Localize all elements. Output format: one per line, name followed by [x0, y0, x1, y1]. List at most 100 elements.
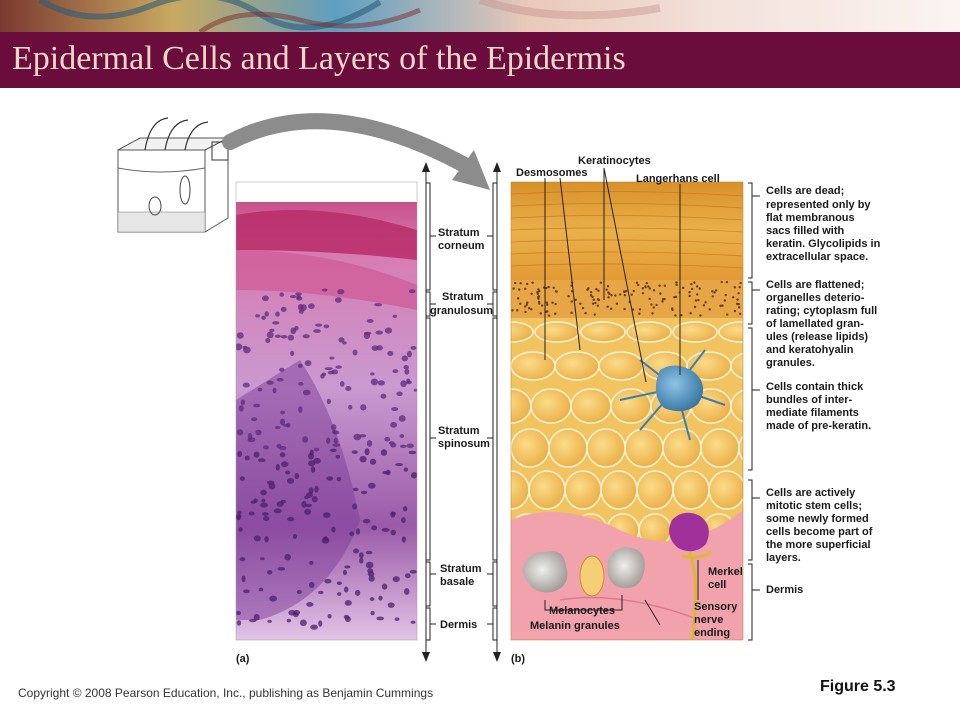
nucleus — [272, 321, 280, 325]
copyright-notice: Copyright © 2008 Pearson Education, Inc.… — [18, 686, 434, 700]
desc-line: mediate filaments — [766, 407, 859, 419]
granule — [622, 290, 626, 293]
nucleus — [236, 332, 244, 339]
nucleus — [313, 447, 320, 452]
granule — [536, 292, 539, 296]
nucleus — [304, 360, 312, 367]
nucleus — [284, 553, 291, 561]
granule — [547, 314, 551, 317]
granule — [554, 312, 557, 315]
keratinocyte — [530, 388, 572, 424]
nucleus — [392, 576, 400, 583]
nucleus — [236, 513, 242, 519]
nucleus — [236, 610, 241, 616]
desc-line: sacs filled with — [766, 225, 845, 237]
granule — [596, 304, 600, 307]
granule — [645, 282, 648, 285]
nucleus — [344, 565, 351, 569]
label-merkel-1: Merkel — [708, 566, 743, 578]
granule — [525, 282, 529, 286]
nucleus — [236, 620, 242, 626]
layer-brackets-left — [426, 182, 436, 641]
title-bar: Epidermal Cells and Layers of the Epider… — [0, 32, 960, 88]
nucleus — [258, 458, 266, 463]
nucleus — [359, 455, 367, 463]
granule — [540, 304, 544, 307]
histology-micrograph — [236, 182, 417, 640]
nucleus — [337, 288, 345, 295]
nucleus — [258, 587, 264, 592]
nucleus — [344, 599, 352, 606]
nucleus — [331, 424, 337, 431]
nucleus — [384, 436, 391, 442]
granule — [693, 281, 696, 284]
nucleus — [403, 364, 409, 370]
nucleus — [236, 343, 243, 351]
panel-b-label: (b) — [511, 653, 525, 665]
layer-label-basale-2: basale — [440, 576, 474, 588]
label-desmosomes: Desmosomes — [516, 167, 588, 179]
nucleus — [274, 334, 281, 338]
nucleus — [326, 476, 334, 481]
zoom-arrow — [222, 113, 478, 176]
keratinocyte — [511, 351, 556, 381]
layer-label-granulosum-2: granulosum — [430, 305, 493, 317]
nucleus — [262, 512, 269, 516]
nucleus — [408, 450, 417, 455]
granule — [595, 287, 598, 291]
nucleus — [326, 398, 332, 405]
nucleus — [239, 476, 245, 481]
label-langerhans-cell: Langerhans cell — [636, 173, 720, 185]
layer-label-granulosum-1: Stratum — [442, 291, 484, 303]
nucleus — [264, 536, 269, 543]
nucleus — [380, 449, 388, 456]
granule — [651, 312, 654, 315]
granule — [511, 309, 514, 312]
nucleus — [264, 311, 269, 317]
nucleus — [289, 294, 297, 299]
granule — [574, 298, 577, 301]
granule — [591, 295, 594, 299]
granule — [675, 281, 678, 284]
label-sensory-2: nerve — [694, 614, 723, 626]
keratinocyte — [730, 352, 743, 380]
nucleus — [399, 434, 405, 438]
nucleus — [304, 508, 312, 515]
keratinocyte — [570, 388, 612, 424]
granule — [589, 294, 593, 297]
granule — [610, 293, 613, 297]
description-brackets — [748, 182, 760, 641]
granule — [530, 308, 533, 311]
keratinocyte — [548, 428, 588, 468]
granule — [527, 306, 531, 310]
nucleus — [321, 372, 327, 377]
nucleus — [338, 337, 345, 343]
nucleus — [237, 450, 243, 458]
granule — [681, 286, 685, 290]
granule — [738, 312, 742, 316]
nucleus — [272, 387, 277, 394]
granule — [599, 281, 603, 284]
granule — [696, 293, 699, 296]
granule — [597, 289, 600, 292]
nucleus — [398, 415, 406, 422]
granule — [641, 292, 645, 295]
granule — [597, 298, 601, 302]
nucleus — [336, 476, 342, 482]
nucleus — [381, 583, 388, 590]
nucleus — [261, 498, 266, 503]
nucleus — [236, 429, 244, 436]
nucleus — [310, 624, 318, 630]
granule — [697, 298, 700, 302]
granule — [719, 304, 722, 308]
nucleus — [413, 388, 417, 392]
nucleus — [240, 399, 246, 406]
granule — [655, 303, 658, 307]
nucleus — [287, 334, 295, 341]
layer-label-corneum-2: corneum — [438, 240, 485, 252]
nucleus — [327, 613, 332, 619]
granule — [606, 285, 610, 288]
nucleus — [298, 382, 304, 386]
granule — [570, 300, 573, 303]
nucleus — [391, 406, 399, 412]
